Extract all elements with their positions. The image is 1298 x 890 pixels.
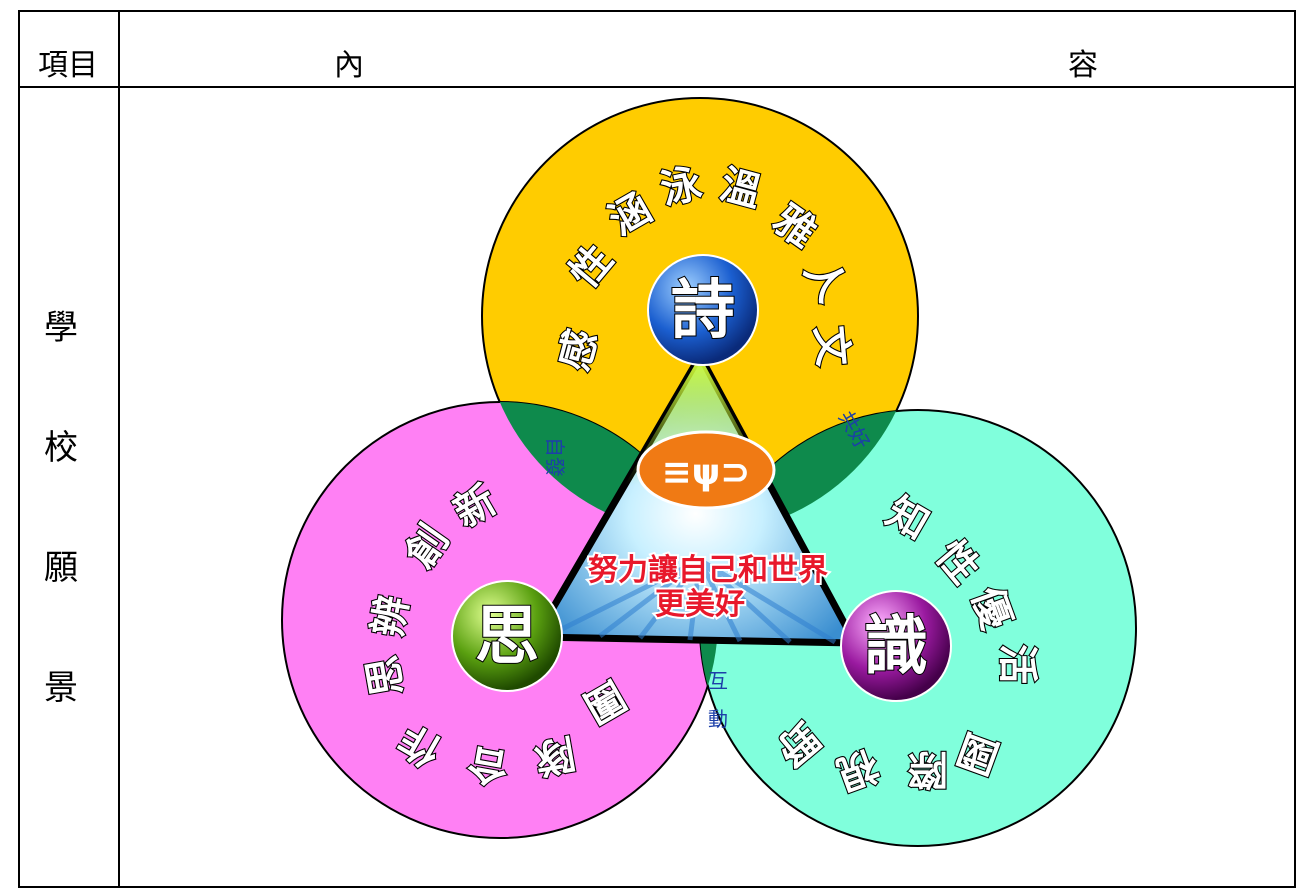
arc-char: 文 xyxy=(806,324,855,368)
school-logo xyxy=(636,430,776,510)
arc-char: 辨 xyxy=(365,592,417,639)
motto-line2: 更美好 xyxy=(655,587,745,622)
knowledge-ball-label: 識 xyxy=(864,610,928,684)
header-divider xyxy=(18,86,1296,88)
arc-char: 活 xyxy=(994,644,1040,684)
col1-header: 項目 xyxy=(38,48,98,83)
row-label-char: 校 xyxy=(44,428,78,468)
row-label-char: 願 xyxy=(44,548,78,588)
col2-header-left: 內 xyxy=(334,48,364,83)
poetry-ball-label: 詩 xyxy=(671,274,735,348)
row-label-char: 學 xyxy=(44,308,78,348)
row-label-char: 景 xyxy=(44,668,78,708)
arc-char: 思 xyxy=(360,652,412,699)
arc-char: 合 xyxy=(464,739,511,791)
thinking-ball-label: 思 xyxy=(475,600,539,674)
overlap-label-bottom-2: 動 xyxy=(708,707,728,731)
vision-table xyxy=(18,10,1296,888)
thinking-ball xyxy=(451,580,563,692)
poetry-ball xyxy=(647,254,759,366)
knowledge-ball xyxy=(840,590,952,702)
column-divider xyxy=(118,10,120,888)
motto-line1: 努力讓自己和世界 xyxy=(588,553,828,588)
col2-header-right: 容 xyxy=(1068,48,1098,83)
arc-char: 隊 xyxy=(531,729,578,781)
overlap-label-bottom-1: 互 xyxy=(708,669,728,693)
arc-char: 際 xyxy=(908,746,948,792)
overlap-label-top-left: 自發 xyxy=(543,437,567,477)
logo-mark: ≡ψ⊃ xyxy=(662,452,751,493)
triangle-rays xyxy=(558,557,837,645)
